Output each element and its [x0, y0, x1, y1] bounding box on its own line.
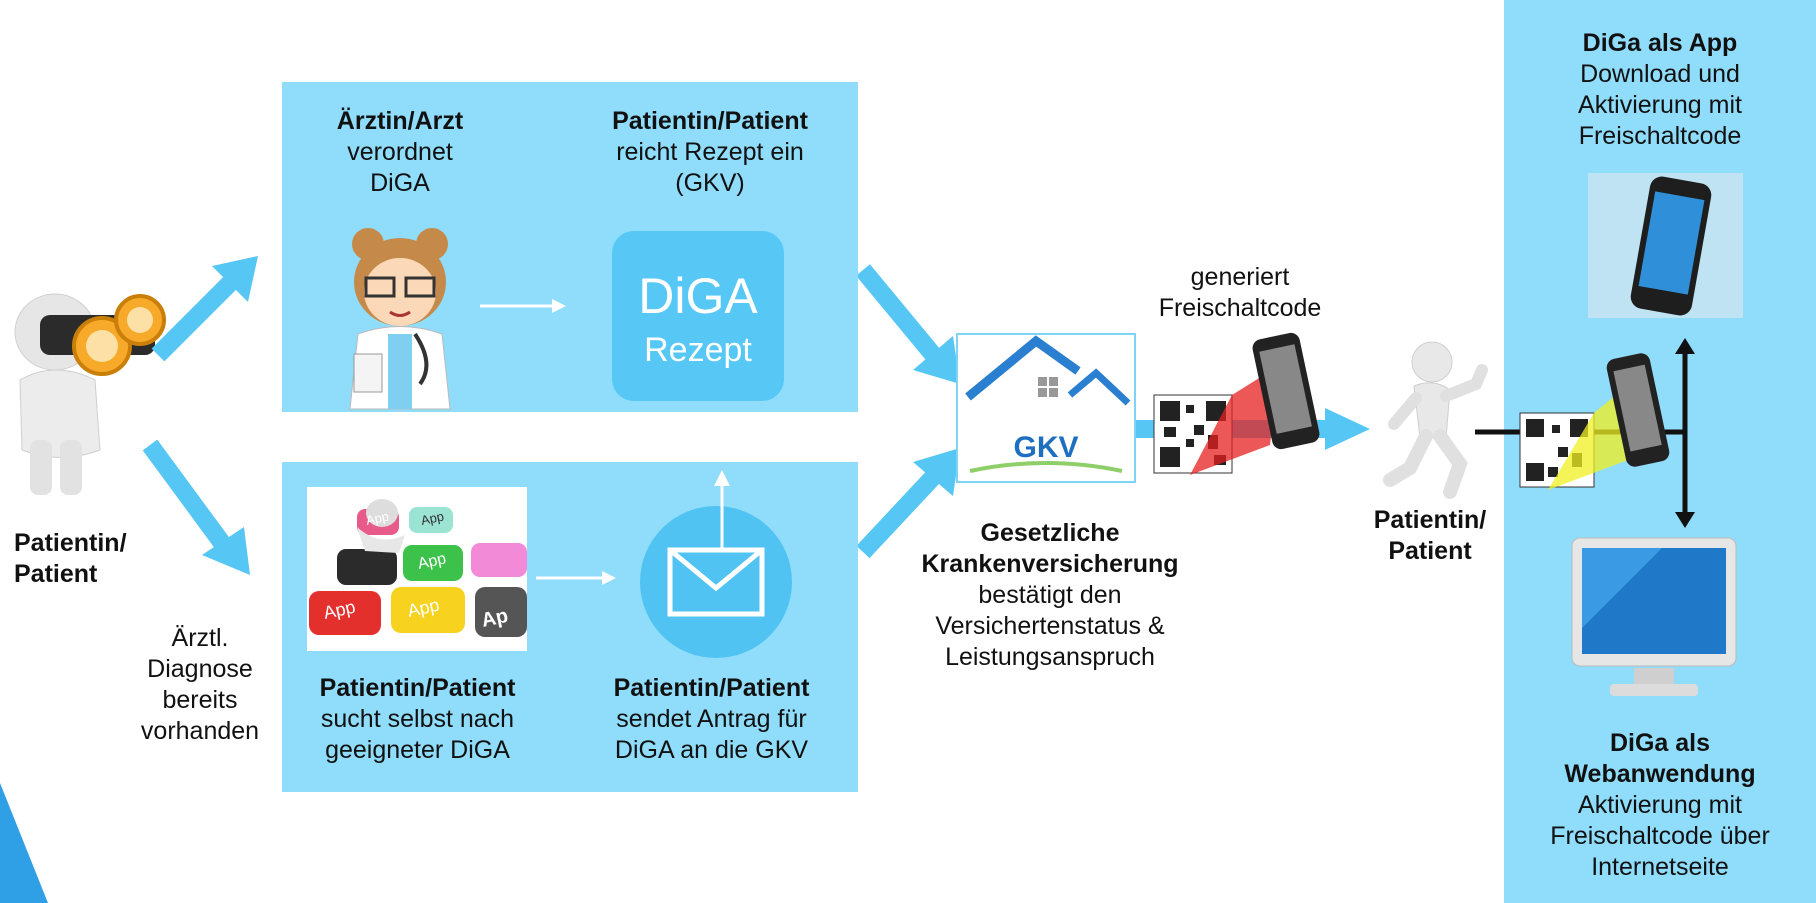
arrow-top-to-gkv: [856, 264, 960, 384]
application-caption: Patientin/Patient sendet Antrag für DiGA…: [613, 674, 810, 764]
left-patient-label: Patientin/ Patient: [14, 529, 127, 588]
corner-decoration: [0, 783, 48, 903]
qr-scan-phone-icon-2: [1519, 353, 1670, 490]
app-option-caption: DiGa als App Download und Aktivierung mi…: [1578, 29, 1742, 150]
web-option-caption: DiGa als Webanwendung Aktivierung mit Fr…: [1550, 729, 1770, 881]
monitor-icon: [1571, 537, 1737, 696]
doctor-icon: [349, 228, 451, 410]
running-patient-icon: [1383, 341, 1488, 499]
gkv-logo-text: GKV: [1013, 431, 1079, 464]
patient-submits-caption: Patientin/Patient reicht Rezept ein (GKV…: [612, 107, 808, 197]
arrow-doctor-to-rx: [480, 299, 566, 313]
gkv-logo: GKV: [956, 333, 1136, 483]
diagnosis-note: Ärztl. Diagnose bereits vorhanden: [140, 624, 260, 745]
house-icon: [965, 335, 1131, 406]
rx-subtitle: Rezept: [644, 331, 752, 369]
patient-binoculars-icon: [14, 293, 166, 495]
app-keyboard-image: App App App App App Ap: [307, 487, 527, 651]
arrow-search-to-apply: [536, 571, 616, 585]
code-generated-caption: generiert Freischaltcode: [1158, 263, 1322, 322]
green-swoosh: [969, 461, 1123, 473]
svg-text:App: App: [365, 508, 391, 527]
envelope-icon: [640, 470, 792, 658]
svg-text:App: App: [420, 508, 446, 527]
arrow-bottom-to-gkv: [856, 448, 960, 559]
svg-text:Ap: Ap: [479, 605, 510, 632]
arrow-to-top-box: [151, 256, 258, 362]
right-patient-label: Patientin/ Patient: [1373, 506, 1487, 565]
arrow-to-bottom-box: [142, 439, 250, 575]
svg-text:App: App: [416, 550, 447, 573]
self-search-caption: Patientin/Patient sucht selbst nach geei…: [319, 674, 516, 764]
diga-prescription-card: DiGA Rezept: [612, 231, 784, 401]
qr-scan-phone-icon: [1153, 332, 1320, 475]
gkv-caption: Gesetzliche Krankenversicherung bestätig…: [921, 519, 1179, 671]
rx-title: DiGA: [638, 268, 758, 324]
doctor-caption: Ärztin/Arzt verordnet DiGA: [336, 107, 464, 197]
smartphone-icon: [1588, 173, 1743, 318]
